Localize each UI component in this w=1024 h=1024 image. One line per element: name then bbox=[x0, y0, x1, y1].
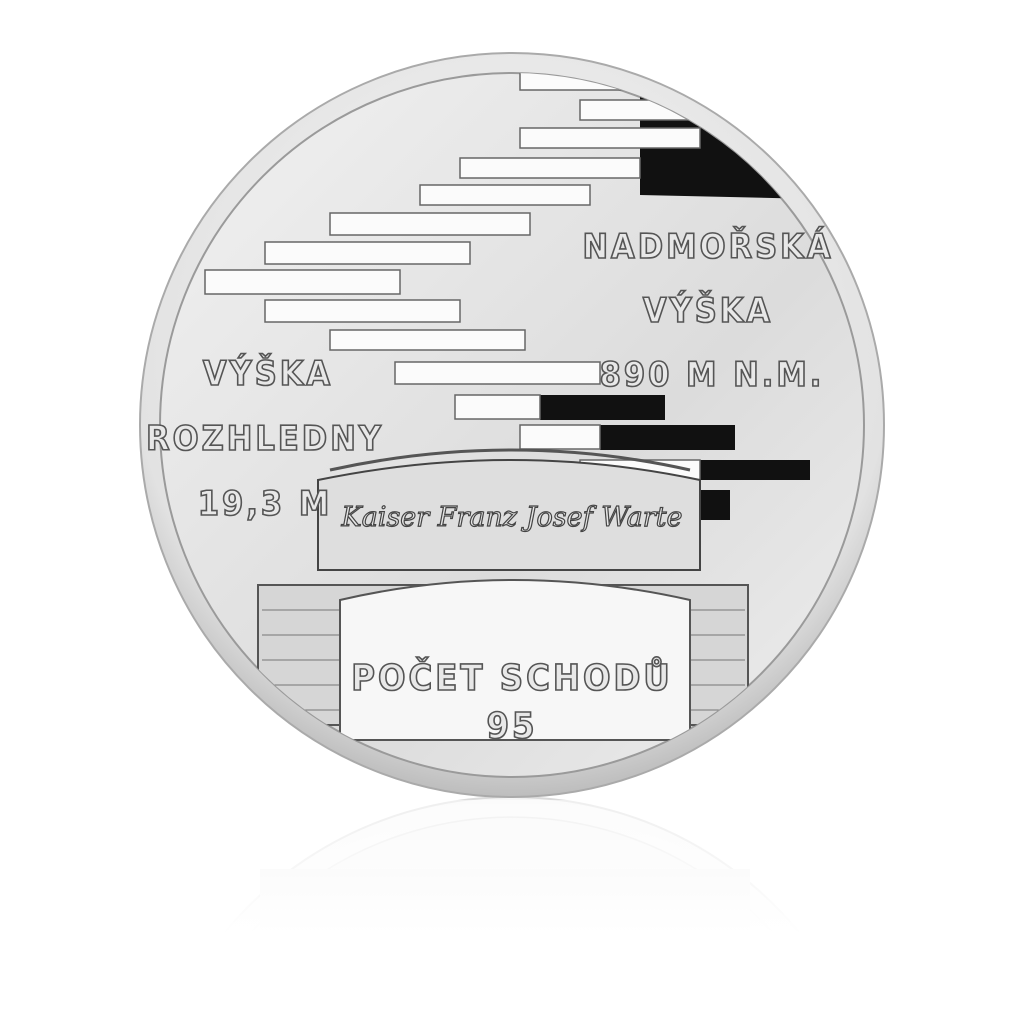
altitude-line-3: 890 M N.M. bbox=[600, 355, 825, 395]
height-line-3: 19,3 M bbox=[198, 484, 333, 524]
altitude-line-2: VÝŠKA bbox=[643, 290, 773, 331]
tower-gate bbox=[257, 448, 749, 741]
tower-name: Kaiser Franz Josef Warte bbox=[341, 502, 683, 533]
altitude-line-1: NADMOŘSKÁ bbox=[582, 226, 833, 267]
steps-label: POČET SCHODŮ bbox=[351, 657, 672, 699]
steps-count: 95 bbox=[486, 706, 537, 747]
height-line-2: ROZHLEDNY bbox=[146, 419, 384, 459]
stairs-design bbox=[204, 73, 860, 741]
stair-steps bbox=[204, 73, 721, 481]
coin-inscriptions: NADMOŘSKÁ VÝŠKA 890 M N.M. VÝŠKA ROZHLED… bbox=[145, 225, 833, 748]
height-line-1: VÝŠKA bbox=[203, 353, 333, 394]
